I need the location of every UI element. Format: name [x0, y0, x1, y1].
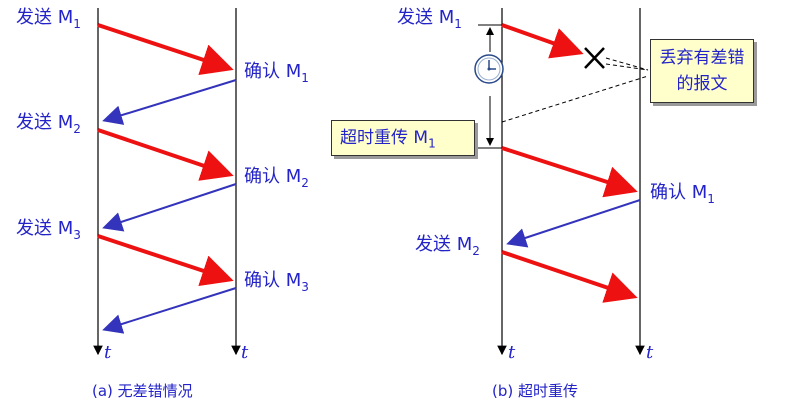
arrow-b-send-m2: [501, 250, 638, 303]
label-a-ack-m3: 确认 M3: [244, 270, 309, 294]
arrow-b-ack-m1: [506, 199, 641, 248]
panel-b: 发送 M1 确认 M1 发送 M2 t t (b) 超时重传: [397, 7, 715, 400]
arrow-a-send-m2: [97, 128, 234, 181]
time-label-b-left: t: [508, 342, 516, 363]
callout-leader-timeout: [501, 75, 649, 123]
arrow-b-send-m1-lost: [501, 23, 584, 59]
label-b-ack-m1: 确认 M1: [650, 182, 715, 206]
callout-discard: 丢弃有差错 的报文: [650, 39, 754, 103]
callout-leader-discard: [605, 57, 649, 71]
arrow-a-ack-m3: [102, 287, 237, 334]
label-b-send-m2: 发送 M2: [415, 234, 480, 258]
time-label-a-right: t: [241, 342, 249, 363]
arrow-a-send-m3: [97, 234, 234, 287]
label-a-send-m2: 发送 M2: [16, 112, 81, 136]
label-b-send-m1: 发送 M1: [397, 7, 462, 31]
callout-leader-discard-2: [605, 63, 649, 71]
label-a-send-m3: 发送 M3: [16, 218, 81, 242]
callout-timeout-resend: 超时重传 M1: [331, 120, 475, 156]
clock-icon: [474, 54, 504, 84]
time-label-a-left: t: [104, 342, 112, 363]
callout-discard-line2: 的报文: [676, 74, 728, 94]
arrow-b-resend-m1: [501, 146, 638, 198]
callout-timeout-text: 超时重传 M: [340, 128, 429, 148]
callout-timeout-sub: 1: [428, 136, 436, 151]
label-a-ack-m1: 确认 M1: [244, 61, 309, 85]
label-a-ack-m2: 确认 M2: [244, 166, 309, 190]
label-a-send-m1: 发送 M1: [16, 7, 81, 31]
callout-discard-line1: 丢弃有差错: [659, 48, 745, 68]
panel-a: 发送 M1 确认 M1 发送 M2 确认 M2 发送 M3 确认 M3 t t …: [16, 7, 309, 400]
arrow-a-send-m1: [97, 23, 234, 76]
caption-a: (a) 无差错情况: [92, 382, 193, 400]
caption-b: (b) 超时重传: [492, 382, 578, 400]
time-label-b-right: t: [646, 342, 654, 363]
arrow-a-ack-m1: [102, 79, 237, 125]
arrow-a-ack-m2: [102, 183, 237, 232]
cross-icon: [584, 47, 605, 69]
